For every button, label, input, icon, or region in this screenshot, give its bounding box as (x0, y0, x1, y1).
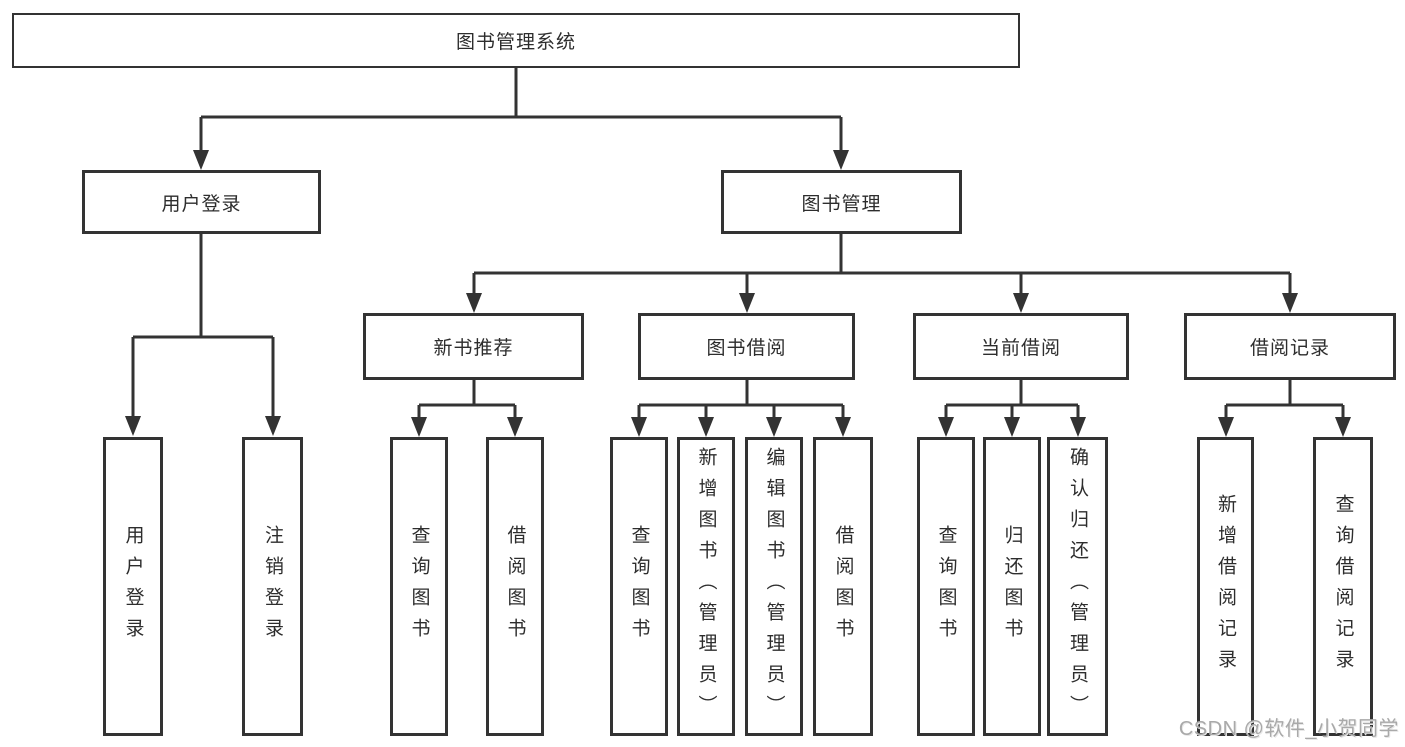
leaf-query-books-2: 查询图书 (610, 437, 668, 736)
leaf-query-books-2-label: 查询图书 (628, 524, 650, 649)
node-current-borrowing-label: 当前借阅 (980, 338, 1061, 359)
leaf-add-books-admin: 新增图书（管理员） (677, 437, 735, 736)
leaf-user-login: 用户登录 (103, 437, 163, 736)
leaf-query-books-1-label: 查询图书 (408, 524, 430, 649)
leaf-return-books: 归还图书 (983, 437, 1041, 736)
leaf-query-books-3: 查询图书 (917, 437, 975, 736)
leaf-borrow-books-2: 借阅图书 (813, 437, 873, 736)
leaf-add-books-admin-label: 新增图书（管理员） (695, 447, 717, 726)
node-user-login-label: 用户登录 (161, 193, 242, 215)
leaf-query-books-3-label: 查询图书 (935, 524, 957, 649)
csdn-watermark: CSDN @软件_小贺同学 (1178, 718, 1399, 740)
leaf-edit-books-admin: 编辑图书（管理员） (745, 437, 803, 736)
leaf-user-login-label: 用户登录 (122, 524, 144, 649)
leaf-confirm-return-admin-label: 确认归还（管理员） (1067, 447, 1088, 726)
node-borrowing-records: 借阅记录 (1184, 313, 1396, 380)
node-current-borrowing: 当前借阅 (913, 313, 1129, 380)
node-book-management: 图书管理 (721, 170, 962, 234)
node-library-management-system: 图书管理系统 (12, 13, 1020, 68)
node-new-book-recommendation: 新书推荐 (363, 313, 584, 380)
leaf-borrow-books-1: 借阅图书 (486, 437, 544, 736)
leaf-borrow-books-2-label: 借阅图书 (832, 524, 854, 649)
node-book-borrowing-label: 图书借阅 (706, 338, 787, 359)
leaf-confirm-return-admin: 确认归还（管理员） (1047, 437, 1108, 736)
node-new-book-recommendation-label: 新书推荐 (433, 338, 514, 359)
node-user-login: 用户登录 (82, 170, 321, 234)
leaf-add-borrow-record: 新增借阅记录 (1197, 437, 1254, 736)
node-book-borrowing: 图书借阅 (638, 313, 855, 380)
leaf-edit-books-admin-label: 编辑图书（管理员） (763, 447, 785, 726)
leaf-query-borrow-record: 查询借阅记录 (1313, 437, 1373, 736)
leaf-borrow-books-1-label: 借阅图书 (504, 524, 526, 649)
node-book-management-label: 图书管理 (801, 193, 882, 215)
leaf-query-books-1: 查询图书 (390, 437, 448, 736)
leaf-add-borrow-record-label: 新增借阅记录 (1215, 493, 1236, 680)
leaf-logout: 注销登录 (242, 437, 303, 736)
leaf-query-borrow-record-label: 查询借阅记录 (1332, 493, 1354, 680)
node-library-management-system-label: 图书管理系统 (455, 32, 576, 53)
leaf-logout-label: 注销登录 (262, 524, 283, 649)
leaf-return-books-label: 归还图书 (1001, 524, 1023, 649)
node-borrowing-records-label: 借阅记录 (1249, 338, 1330, 359)
